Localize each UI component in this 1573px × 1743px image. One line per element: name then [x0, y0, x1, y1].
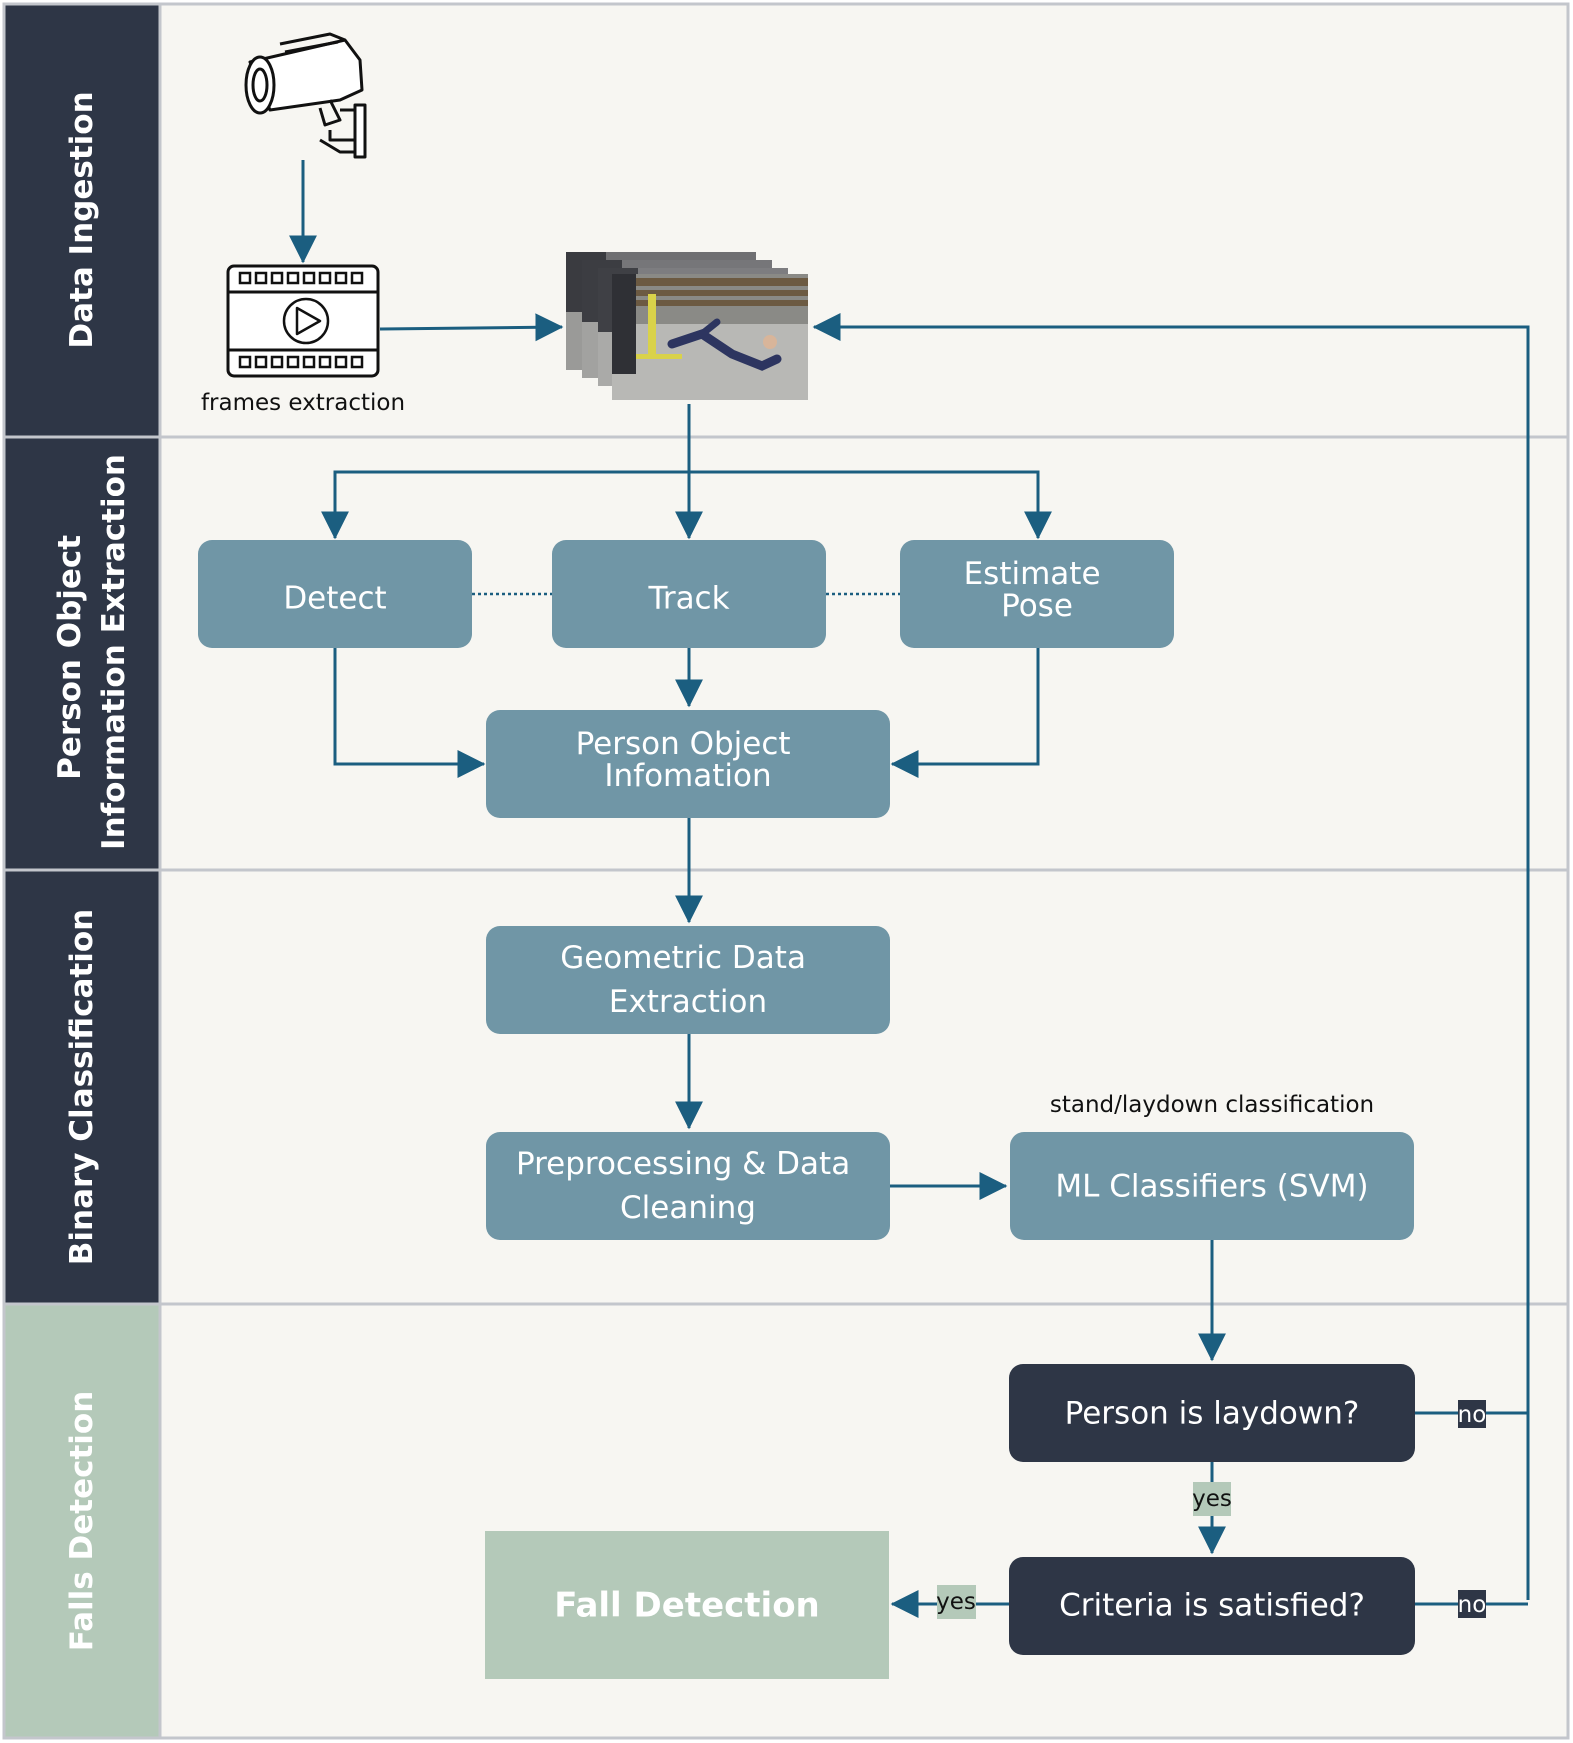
detect-label: Detect: [283, 581, 386, 617]
fall-detection-box: Fall Detection: [485, 1531, 889, 1679]
geometric-extraction-box: Geometric Data Extraction: [486, 926, 890, 1034]
lane-label-ingestion: Data Ingestion: [64, 91, 100, 348]
no-label-laydown: no: [1458, 1402, 1487, 1428]
poi-line1: Person Object: [576, 726, 791, 762]
yes-label-left: yes: [936, 1589, 976, 1615]
person-object-info-box: Person Object Infomation: [486, 710, 890, 818]
estimate-pose-box: Estimate Pose: [900, 540, 1174, 648]
estimate-pose-label: Estimate Pose: [964, 556, 1111, 624]
ml-classifiers-label: ML Classifiers (SVM): [1055, 1169, 1368, 1205]
arrow-video-to-frames: [379, 313, 564, 342]
track-label: Track: [647, 581, 729, 617]
branch-to-pose: [689, 470, 1052, 540]
criteria-decision-box: Criteria is satisfied?: [1009, 1557, 1415, 1655]
no-label-laydown-bg: [1458, 1400, 1486, 1428]
yes-label-down-bg: [1193, 1482, 1231, 1516]
lane-label-classification: Binary Classification: [64, 909, 100, 1265]
cctv-camera-icon: [244, 32, 367, 159]
preprocessing-box: Preprocessing & Data Cleaning: [486, 1132, 890, 1240]
preprocessing-line1: Preprocessing & Data: [516, 1146, 850, 1182]
lane-label-falls: Falls Detection: [64, 1391, 100, 1652]
lane-header-falls: [2, 1302, 162, 1740]
no-label-criteria: no: [1458, 1592, 1487, 1618]
lane-label-extraction-line2: Information Extraction: [96, 454, 132, 850]
criteria-question-label: Criteria is satisfied?: [1059, 1588, 1365, 1624]
preprocessing-label: Preprocessing & Data Cleaning: [516, 1146, 860, 1226]
frames-extraction-caption: frames extraction: [201, 390, 405, 416]
video-frames-image: [566, 252, 808, 400]
geometric-extraction-label: Geometric Data Extraction: [560, 940, 816, 1020]
estimate-pose-line2: Pose: [1001, 588, 1073, 624]
yes-label-down: yes: [1192, 1486, 1232, 1512]
ml-caption: stand/laydown classification: [1050, 1092, 1374, 1118]
lane-area-ingestion: [158, 2, 1570, 439]
ml-classifiers-box: ML Classifiers (SVM): [1010, 1132, 1414, 1240]
estimate-pose-line1: Estimate: [964, 556, 1101, 592]
track-box: Track: [552, 540, 826, 648]
lane-label-extraction-line1: Person Object: [52, 535, 88, 780]
branch-to-detect: [321, 470, 689, 540]
geometric-line2: Extraction: [609, 984, 767, 1020]
video-film-icon: [226, 264, 380, 378]
lane-header-extraction: [2, 435, 162, 872]
preprocessing-line2: Cleaning: [620, 1190, 756, 1226]
person-object-info-label: Person Object Infomation: [576, 726, 801, 794]
feedback-line: [812, 313, 1530, 1600]
yes-label-left-bg: [937, 1585, 976, 1619]
geometric-line1: Geometric Data: [560, 940, 806, 976]
arrow-detect-to-poi: [333, 648, 486, 778]
arrow-pose-to-poi: [890, 648, 1040, 778]
poi-line2: Infomation: [604, 758, 771, 794]
lane-header-ingestion: [2, 2, 162, 439]
laydown-decision-box: Person is laydown?: [1009, 1364, 1415, 1462]
laydown-question-label: Person is laydown?: [1065, 1396, 1360, 1432]
lane-label-extraction: Person Object Information Extraction: [52, 454, 132, 850]
detect-box: Detect: [198, 540, 472, 648]
no-label-criteria-bg: [1458, 1590, 1486, 1618]
fall-detection-label: Fall Detection: [554, 1586, 820, 1626]
